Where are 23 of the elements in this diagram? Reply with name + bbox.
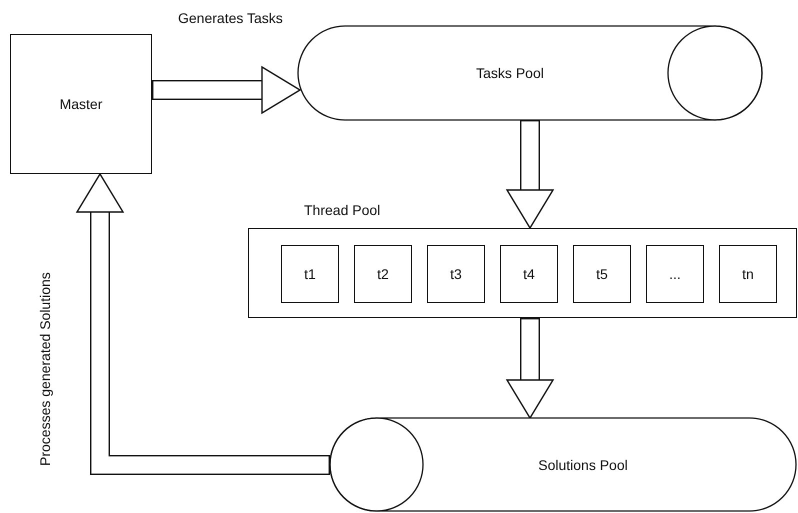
pool-heading: Thread Pool <box>304 202 380 218</box>
thread-box <box>281 245 339 303</box>
node-label: tn <box>742 266 754 282</box>
block-arrow <box>506 318 554 419</box>
block-arrow <box>76 173 330 475</box>
node-label: t4 <box>523 266 535 282</box>
edge-label: Processes generated Solutions <box>37 272 53 466</box>
node-label: Master <box>60 96 102 112</box>
node-label: t1 <box>304 266 316 282</box>
thread-box <box>500 245 558 303</box>
node-label: t5 <box>596 266 608 282</box>
node-label: ... <box>669 266 681 282</box>
thread-box <box>646 245 704 303</box>
node-label: t3 <box>450 266 462 282</box>
node-label: t2 <box>377 266 389 282</box>
thread-box <box>354 245 412 303</box>
block-arrow <box>506 120 554 229</box>
master-box <box>10 34 152 174</box>
thread-box <box>573 245 631 303</box>
thread-box <box>719 245 777 303</box>
thread-box <box>427 245 485 303</box>
edge-label: Generates Tasks <box>178 10 283 26</box>
block-arrow <box>152 66 301 114</box>
